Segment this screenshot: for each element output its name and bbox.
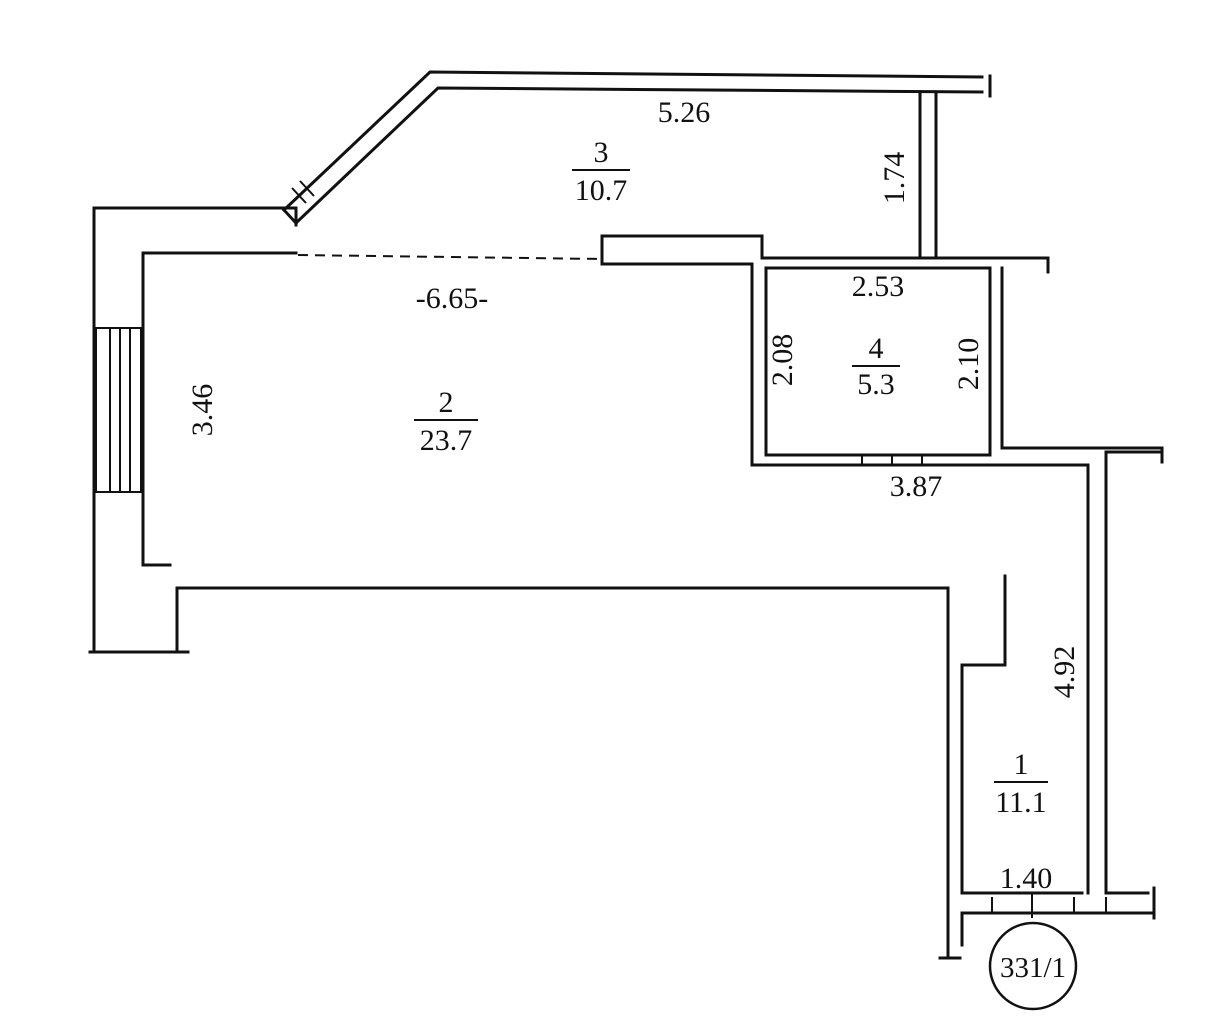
wall-room3-room4-partition	[600, 234, 1090, 467]
room-area: 10.7	[575, 174, 628, 207]
wall-room2-bottom	[175, 574, 1084, 960]
room-area: 5.3	[857, 368, 895, 401]
dim-room1-height: 4.92	[1048, 646, 1081, 699]
room-label-2: 2 23.7	[414, 386, 478, 457]
wall-corridor-right	[1086, 450, 1164, 920]
room-label-4: 4 5.3	[852, 332, 900, 401]
room-label-3: 3 10.7	[572, 136, 630, 207]
room-area: 11.1	[995, 786, 1046, 819]
wall-room3-right	[918, 91, 938, 260]
dim-entrance-width: 1.40	[1000, 862, 1053, 895]
room-area: 23.7	[420, 424, 473, 457]
window-left	[95, 327, 142, 493]
room-number: 3	[594, 136, 609, 169]
wall-room3-top	[281, 70, 992, 226]
dim-room4-right-height: 2.10	[952, 338, 985, 391]
dim-opening-length: -6.65-	[416, 282, 488, 315]
room-number: 4	[869, 332, 884, 365]
dim-corridor-width: 3.87	[890, 470, 943, 503]
wall-left-outer	[88, 206, 298, 654]
dim-room2-height: 3.46	[186, 384, 219, 437]
room-label-1: 1 11.1	[994, 748, 1048, 819]
dim-top-length: 5.26	[658, 96, 711, 129]
dim-room4-width: 2.53	[852, 270, 905, 303]
dim-room3-height: 1.74	[878, 152, 911, 205]
apartment-number-badge: 331/1	[988, 921, 1078, 1011]
wall-room4	[764, 266, 1164, 465]
room-number: 2	[439, 386, 454, 419]
room-number: 1	[1014, 748, 1029, 781]
dim-room4-left-height: 2.08	[766, 334, 799, 387]
apartment-number: 331/1	[1000, 952, 1066, 984]
opening-dashed-line	[297, 254, 603, 260]
entrance-door	[960, 893, 1156, 947]
